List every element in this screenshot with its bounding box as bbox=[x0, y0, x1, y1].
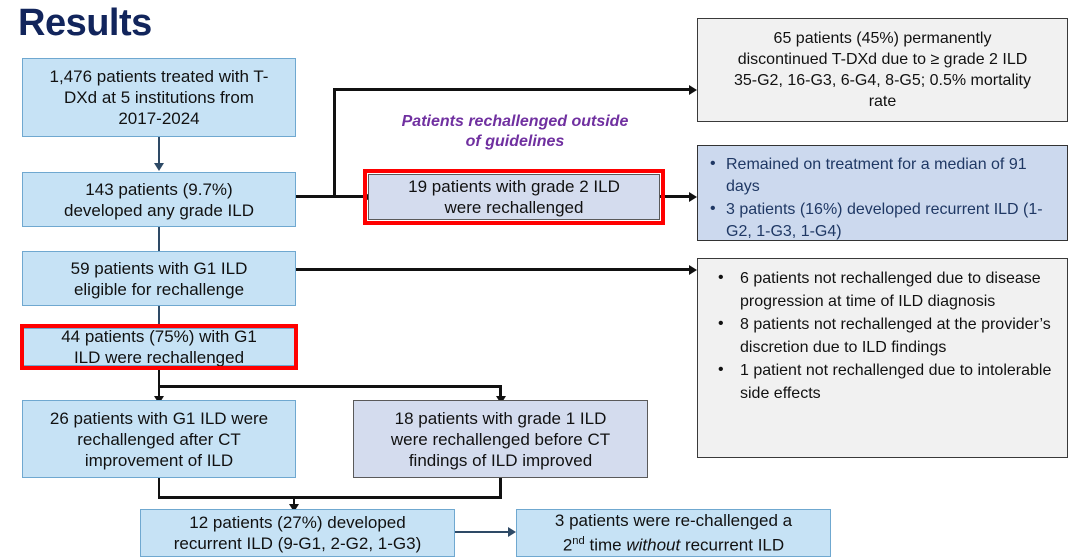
not-rechallenged-bullet-1: 6 patients not rechallenged due to disea… bbox=[740, 270, 1041, 310]
node-not-rechallenged[interactable]: • 6 patients not rechallenged due to dise… bbox=[697, 258, 1068, 458]
list-item: • 8 patients not rechallenged at the prov… bbox=[706, 313, 1057, 359]
list-item: • 3 patients (16%) developed recurrent IL… bbox=[706, 199, 1057, 243]
node-g1-eligible[interactable]: 59 patients with G1 ILD eligible for rec… bbox=[22, 251, 296, 306]
connector-g1-rechallenged-down bbox=[158, 366, 160, 385]
node-g2-rechallenged[interactable]: 19 patients with grade 2 ILD were rechal… bbox=[368, 174, 660, 220]
node-after-ct-line1: 26 patients with G1 ILD were bbox=[49, 408, 269, 428]
node-cohort-line2: DXd at 5 institutions from bbox=[64, 88, 254, 107]
node-recurrent-ild-line2: recurrent ILD (9-G1, 2-G2, 1-G3) bbox=[173, 534, 422, 553]
node-g1-eligible-line2: eligible for rechallenge bbox=[73, 279, 245, 299]
node-any-grade-ild-line1: 143 patients (9.7%) bbox=[85, 179, 233, 199]
bullet-icon: • bbox=[710, 155, 716, 172]
node-second-rechallenge-line1: 3 patients were re-challenged a bbox=[554, 511, 793, 531]
node-rechallenged-before-ct[interactable]: 18 patients with grade 1 ILD were rechal… bbox=[353, 400, 648, 478]
connector-g1-eligible-to-g1-rechallenged bbox=[158, 306, 160, 328]
node-discontinued-line3: 35-G2, 16-G3, 6-G4, 8-G5; 0.5% mortality bbox=[733, 72, 1031, 89]
node-recurrent-ild[interactable]: 12 patients (27%) developed recurrent IL… bbox=[140, 509, 455, 557]
arrowhead-any-ild bbox=[154, 163, 164, 171]
node-any-grade-ild-line2: developed any grade ILD bbox=[64, 200, 254, 220]
list-item: • 1 patient not rechallenged due to intol… bbox=[706, 359, 1057, 405]
connector-split-left-drop bbox=[158, 385, 160, 399]
node-second-rechallenge[interactable]: 3 patients were re-challenged a 2nd time… bbox=[516, 509, 831, 557]
node-g1-rechallenged-line2: ILD were rechallenged bbox=[73, 348, 245, 367]
connector-split-right-drop bbox=[499, 385, 502, 399]
node-cohort[interactable]: 1,476 patients treated with T- DXd at 5 … bbox=[22, 58, 296, 137]
connector-merge-drop bbox=[293, 496, 295, 506]
node-g2-outcomes[interactable]: • Remained on treatment for a median of 9… bbox=[697, 145, 1068, 241]
connector-merge-horizontal bbox=[158, 496, 502, 499]
node-discontinued-line1: 65 patients (45%) permanently bbox=[773, 30, 992, 47]
arrowhead-g2-outcomes bbox=[689, 192, 697, 202]
node-g1-eligible-line1: 59 patients with G1 ILD bbox=[70, 258, 248, 278]
node-g1-rechallenged[interactable]: 44 patients (75%) with G1 ILD were recha… bbox=[22, 327, 296, 367]
second-rechallenge-ordinal: 2 bbox=[562, 535, 573, 555]
connector-any-ild-to-g1-eligible bbox=[158, 227, 160, 255]
g2-outcomes-bullet-1: Remained on treatment for a median of 91… bbox=[726, 156, 1027, 195]
bullet-icon: • bbox=[718, 315, 724, 332]
bullet-icon: • bbox=[718, 361, 724, 378]
node-after-ct-line2: rechallenged after CT bbox=[77, 429, 241, 449]
node-cohort-line1: 1,476 patients treated with T- bbox=[49, 67, 269, 86]
caption-rechallenged-outside-guidelines: Patients rechallenged outside of guideli… bbox=[370, 112, 660, 152]
node-before-ct-line1: 18 patients with grade 1 ILD bbox=[394, 408, 607, 428]
node-discontinued-line2: discontinued T-DXd due to ≥ grade 2 ILD bbox=[737, 51, 1028, 68]
node-rechallenged-after-ct[interactable]: 26 patients with G1 ILD were rechallenge… bbox=[22, 400, 296, 478]
arrowhead-discontinued bbox=[689, 85, 697, 95]
node-cohort-line3: 2017-2024 bbox=[118, 109, 200, 128]
connector-before-ct-down bbox=[499, 478, 502, 498]
node-any-grade-ild[interactable]: 143 patients (9.7%) developed any grade … bbox=[22, 172, 296, 227]
g2-outcomes-bullet-2: 3 patients (16%) developed recurrent ILD… bbox=[726, 201, 1043, 240]
bullet-icon: • bbox=[718, 269, 724, 286]
connector-recurrent-to-second bbox=[455, 531, 512, 533]
second-rechallenge-tail: recurrent ILD bbox=[680, 535, 785, 555]
page-title: Results bbox=[18, 2, 152, 44]
node-g2-rechallenged-line2: were rechallenged bbox=[444, 198, 584, 217]
node-discontinued-line4: rate bbox=[868, 93, 897, 110]
not-rechallenged-bullet-2: 8 patients not rechallenged at the provi… bbox=[740, 316, 1051, 356]
not-rechallenged-bullet-3: 1 patient not rechallenged due to intole… bbox=[740, 362, 1052, 402]
connector-any-ild-right-stub bbox=[296, 195, 336, 198]
connector-to-g2-box bbox=[333, 195, 368, 198]
connector-g1-eligible-to-not-rechallenged bbox=[296, 268, 693, 271]
second-rechallenge-ordinal-suffix: nd bbox=[572, 535, 585, 548]
node-g2-rechallenged-line1: 19 patients with grade 2 ILD bbox=[408, 177, 620, 196]
node-second-rechallenge-line2: 2nd time without recurrent ILD bbox=[523, 531, 824, 556]
list-item: • Remained on treatment for a median of 9… bbox=[706, 154, 1057, 198]
node-discontinued[interactable]: 65 patients (45%) permanently discontinu… bbox=[697, 18, 1068, 122]
connector-to-discontinued bbox=[333, 88, 693, 91]
node-after-ct-line3: improvement of ILD bbox=[84, 450, 234, 470]
node-recurrent-ild-line1: 12 patients (27%) developed bbox=[189, 513, 406, 532]
arrowhead-second-rechallenge bbox=[508, 527, 516, 537]
caption-line1: Patients rechallenged outside bbox=[401, 113, 629, 130]
bullet-icon: • bbox=[710, 200, 716, 217]
node-before-ct-line3: findings of ILD improved bbox=[408, 450, 593, 470]
node-g1-rechallenged-line1: 44 patients (75%) with G1 bbox=[61, 327, 257, 346]
connector-after-ct-down bbox=[158, 478, 160, 498]
connector-g2-to-outcomes bbox=[660, 195, 694, 198]
list-item: • 6 patients not rechallenged due to dise… bbox=[706, 267, 1057, 313]
node-before-ct-line2: were rechallenged before CT bbox=[390, 429, 611, 449]
connector-split-horizontal bbox=[158, 385, 501, 388]
connector-right-riser bbox=[333, 88, 336, 198]
second-rechallenge-mid: time bbox=[584, 535, 627, 555]
arrowhead-recurrent-ild bbox=[289, 504, 299, 512]
arrowhead-not-rechallenged bbox=[689, 265, 697, 275]
caption-line2: of guidelines bbox=[465, 133, 565, 150]
second-rechallenge-emphasis: without bbox=[626, 535, 681, 555]
connector-cohort-to-any-ild bbox=[158, 137, 160, 165]
